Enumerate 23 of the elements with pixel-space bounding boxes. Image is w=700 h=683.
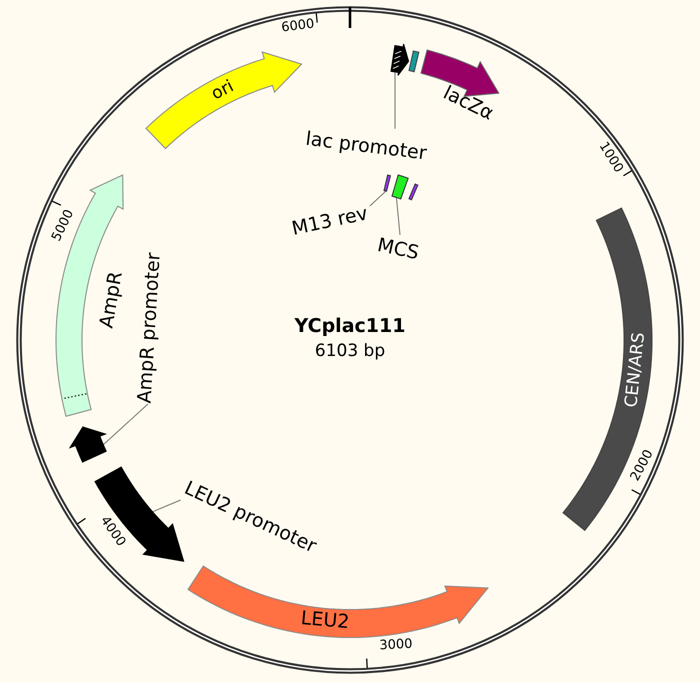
plasmid-size: 6103 bp bbox=[314, 342, 386, 362]
plasmid-name: YCplac111 bbox=[294, 316, 406, 338]
leader-line bbox=[396, 196, 400, 236]
position-number: 6000 bbox=[280, 18, 316, 36]
feature-label: AmpR promoter bbox=[134, 252, 166, 404]
feature-block bbox=[391, 174, 410, 200]
leader-line bbox=[152, 500, 182, 512]
pointed-feature-band bbox=[390, 42, 410, 76]
position-number: 3000 bbox=[379, 638, 413, 654]
feature-label: M13 rev bbox=[290, 203, 370, 241]
feature-label: lac promoter bbox=[304, 128, 428, 166]
position-number: 2000 bbox=[628, 448, 658, 484]
feature-label: MCS bbox=[375, 234, 421, 266]
leader-line bbox=[394, 72, 396, 130]
feature-label: ori bbox=[208, 77, 238, 105]
feature-label: AmpR bbox=[96, 270, 128, 330]
feature-label: CEN/ARS bbox=[622, 332, 650, 408]
leader-line bbox=[369, 190, 386, 206]
position-number: 5000 bbox=[50, 208, 78, 244]
feature-label: LEU2 bbox=[300, 608, 350, 634]
pointed-feature-band bbox=[94, 466, 184, 562]
leader-line bbox=[102, 404, 148, 446]
pointed-feature-band bbox=[68, 426, 108, 463]
